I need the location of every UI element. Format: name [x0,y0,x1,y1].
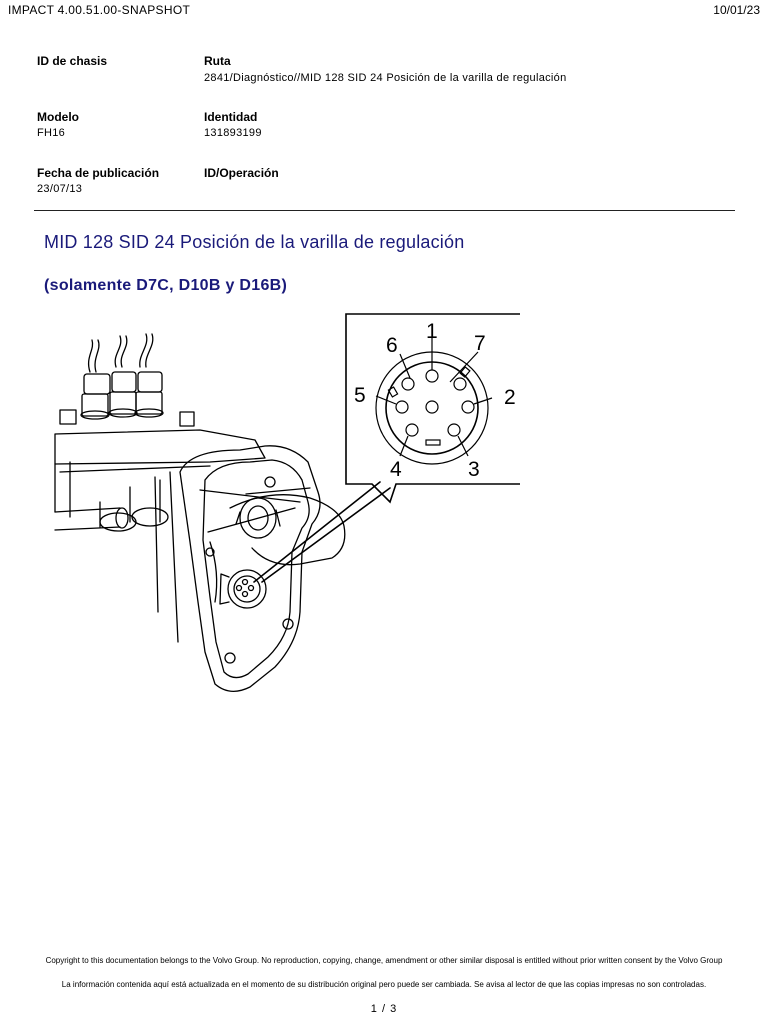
disclaimer-notice: La información contenida aquí está actua… [61,980,707,989]
model-label: Modelo [37,110,79,124]
print-date: 10/01/23 [713,3,760,17]
document-subtitle: (solamente D7C, D10B y D16B) [44,277,288,294]
publication-date-label: Fecha de publicación [37,166,160,180]
pin-label-3: 3 [468,458,480,481]
copyright-notice: Copyright to this documentation belongs … [45,956,723,965]
pin-label-2: 2 [504,386,516,409]
pin-label-7: 7 [474,332,486,355]
pin-label-4: 4 [390,458,402,481]
pin-label-1: 1 [426,320,438,343]
connector-illustration: 1 2 3 4 5 6 7 [54,313,520,692]
route-label: Ruta [204,54,231,68]
document-title: MID 128 SID 24 Posición de la varilla de… [44,232,465,252]
app-title: IMPACT 4.00.51.00-SNAPSHOT [8,3,191,17]
chassis-id-label: ID de chasis [37,54,108,68]
operation-id-label: ID/Operación [204,166,279,180]
identity-label: Identidad [204,110,258,124]
page-number: 1 / 3 [370,1003,398,1015]
header-divider [34,210,735,211]
pin-label-6: 6 [386,334,398,357]
pin-label-5: 5 [354,384,366,407]
model-value: FH16 [37,127,66,139]
identity-value: 131893199 [204,127,262,139]
publication-date-value: 23/07/13 [37,183,83,195]
route-value: 2841/Diagnóstico//MID 128 SID 24 Posició… [204,72,567,84]
